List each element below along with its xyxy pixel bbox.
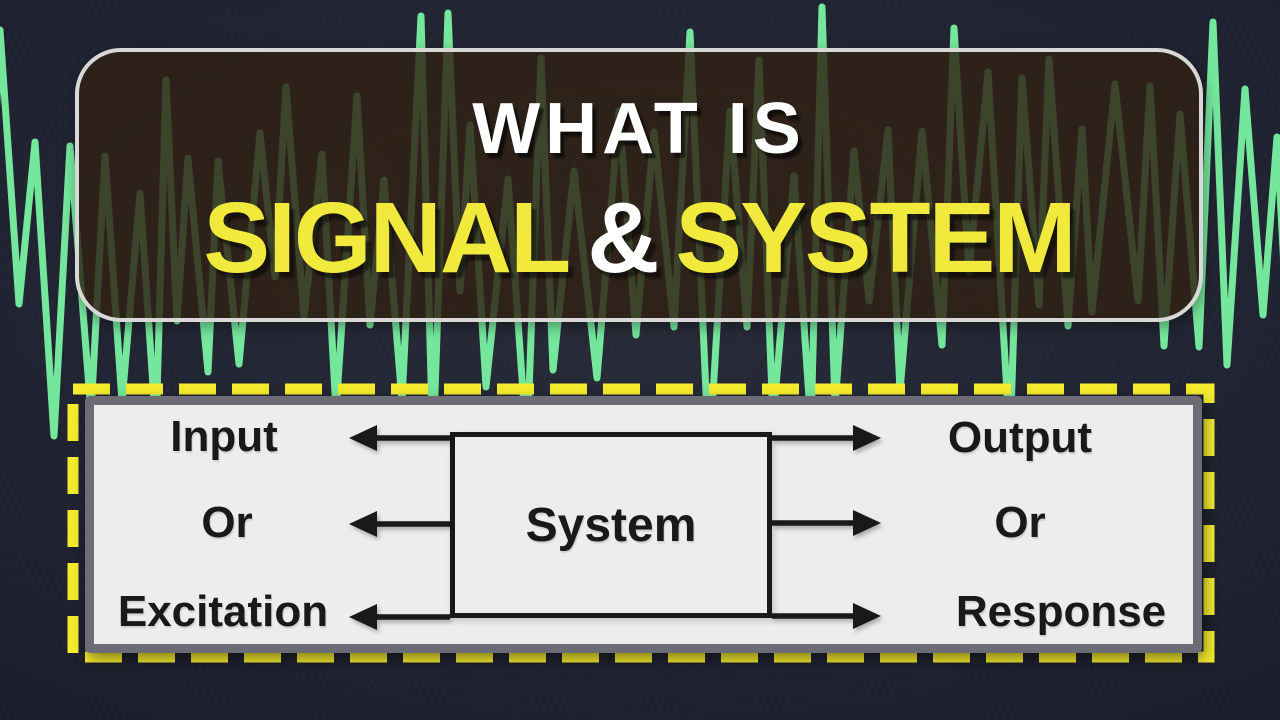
title-card: WHAT IS SIGNAL&SYSTEM bbox=[75, 48, 1203, 322]
label-output: Output bbox=[947, 413, 1093, 462]
title-word-signal: SIGNAL bbox=[203, 182, 571, 294]
label-or-left: Or bbox=[201, 498, 253, 547]
label-input: Input bbox=[170, 412, 278, 461]
title-signal-system: SIGNAL&SYSTEM bbox=[79, 188, 1199, 288]
title-what-is: WHAT IS bbox=[472, 89, 806, 169]
label-response: Response bbox=[955, 587, 1167, 636]
title-word-system: SYSTEM bbox=[675, 182, 1076, 294]
system-block: System bbox=[450, 432, 772, 618]
label-excitation: Excitation bbox=[117, 587, 329, 636]
dashed-rect bbox=[67, 383, 1215, 663]
diagram-panel: Input Or Excitation System Output Or Res… bbox=[85, 396, 1202, 653]
system-label: System bbox=[525, 498, 697, 552]
title-ampersand: & bbox=[587, 182, 659, 294]
label-or-right: Or bbox=[994, 498, 1046, 547]
